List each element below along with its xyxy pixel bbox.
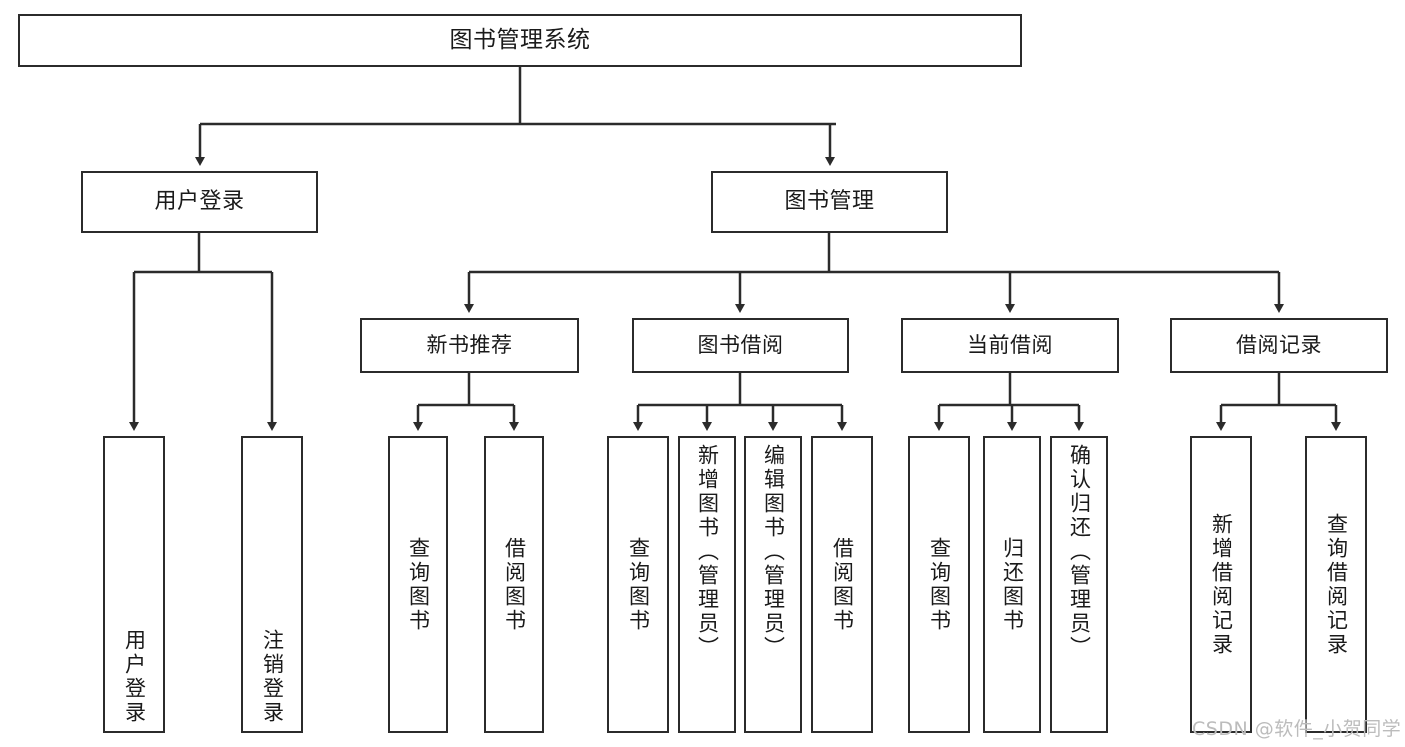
leaf-add-book-admin[interactable]: 新增图书（管理员）	[678, 436, 736, 733]
node-book-management[interactable]: 图书管理	[711, 171, 948, 233]
node-new-book-recommend[interactable]: 新书推荐	[360, 318, 579, 373]
leaf-borrow-book-recommend[interactable]: 借阅图书	[484, 436, 544, 733]
node-borrow-record[interactable]: 借阅记录	[1170, 318, 1388, 373]
leaf-edit-book-admin[interactable]: 编辑图书（管理员）	[744, 436, 802, 733]
leaf-query-book-borrow[interactable]: 查询图书	[607, 436, 669, 733]
leaf-add-borrow-record[interactable]: 新增借阅记录	[1190, 436, 1252, 733]
node-root[interactable]: 图书管理系统	[18, 14, 1022, 67]
leaf-query-book-current[interactable]: 查询图书	[908, 436, 970, 733]
leaf-confirm-return-admin[interactable]: 确认归还（管理员）	[1050, 436, 1108, 733]
node-book-borrow[interactable]: 图书借阅	[632, 318, 849, 373]
leaf-query-book-recommend[interactable]: 查询图书	[388, 436, 448, 733]
node-current-borrow[interactable]: 当前借阅	[901, 318, 1119, 373]
leaf-user-login[interactable]: 用户登录	[103, 436, 165, 733]
leaf-user-logout[interactable]: 注销登录	[241, 436, 303, 733]
leaf-return-book[interactable]: 归还图书	[983, 436, 1041, 733]
node-user-login[interactable]: 用户登录	[81, 171, 318, 233]
leaf-query-borrow-record[interactable]: 查询借阅记录	[1305, 436, 1367, 733]
csdn-watermark: CSDN @软件_小贺同学	[1192, 718, 1402, 740]
leaf-borrow-book[interactable]: 借阅图书	[811, 436, 873, 733]
